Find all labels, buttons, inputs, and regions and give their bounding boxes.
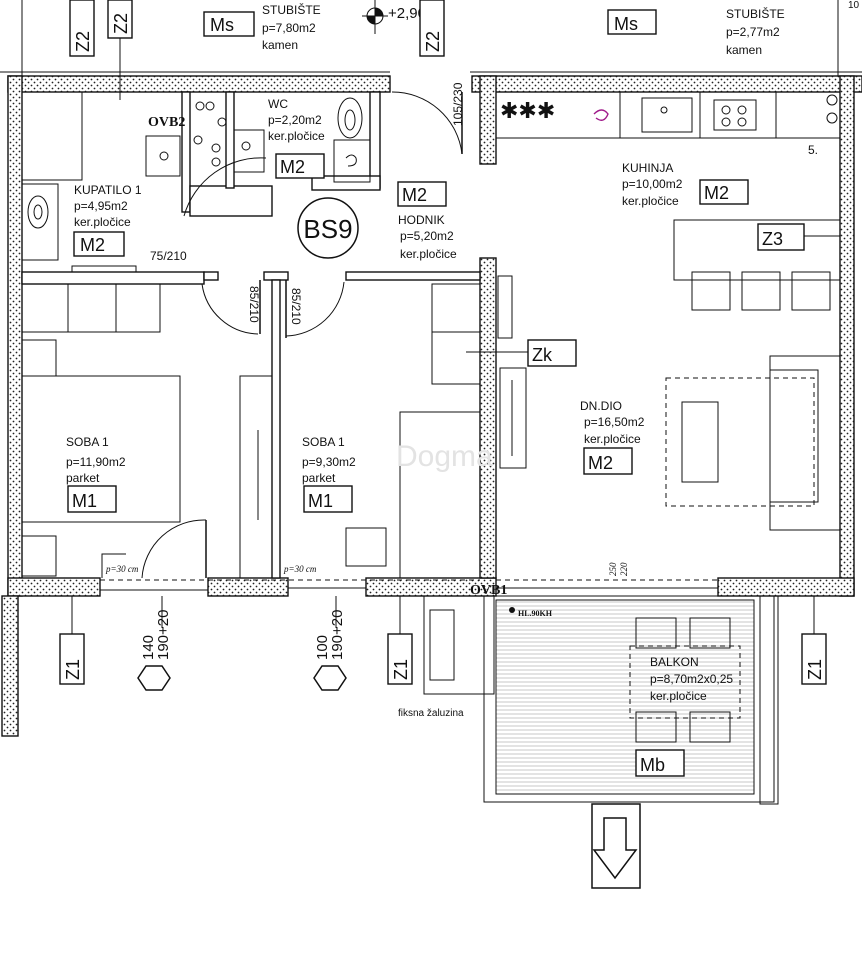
window-height-b: 190+20	[329, 610, 346, 660]
room-finish-kupatilo: ker.pločice	[74, 215, 131, 229]
door-room-left-dim: 85/210	[247, 286, 261, 323]
room-finish-wc: ker.pločice	[268, 129, 325, 143]
room-name-soba-left: SOBA 1	[66, 435, 109, 449]
window-width-b: 100	[314, 635, 331, 660]
room-area-hodnik: p=5,20m2	[400, 229, 454, 243]
ovb-bath-label: OVB2	[148, 115, 185, 130]
room-area-kuhinja: p=10,00m2	[622, 177, 683, 191]
staircase-area	[0, 0, 862, 76]
window-height-a: 190+20	[155, 610, 172, 660]
room-name-kupatilo: KUPATILO 1	[74, 183, 142, 197]
room-name-stubiste-right: STUBIŠTE	[726, 6, 785, 21]
door-bath-dim: 75/210	[150, 249, 187, 263]
room-area-stubiste-right: p=2,77m2	[726, 25, 780, 39]
parapet-notes: p=30 cm p=30 cm 250 220	[105, 562, 629, 576]
finish-tag-balkon: Mb	[640, 755, 665, 775]
room-area-wc: p=2,20m2	[268, 113, 322, 127]
exterior-walls	[1, 75, 862, 737]
finish-tag-soba-mid: M1	[308, 491, 333, 511]
elevation-marker: +2,90	[362, 0, 426, 34]
parapet-left: p=30 cm	[105, 564, 139, 574]
doors	[101, 91, 463, 579]
room-name-stubiste-left: STUBIŠTE	[262, 2, 321, 17]
wall-tag-z1-c: Z1	[805, 659, 825, 680]
watermark: Dogma	[396, 440, 493, 473]
door-dimensions: 105/230 75/210 85/210 85/210	[150, 82, 465, 325]
room-labels: STUBIŠTE p=7,80m2 kamen STUBIŠTE p=2,77m…	[66, 2, 785, 703]
finish-tag-soba-left: M1	[72, 491, 97, 511]
finish-tag-hodnik: M2	[402, 185, 427, 205]
room-area-balkon: p=8,70m2x0,25	[650, 672, 733, 686]
wall-tag-z1-a: Z1	[63, 659, 83, 680]
wall-tag-z2-c: Z2	[423, 31, 443, 52]
window-width-a: 140	[140, 635, 157, 660]
finish-tag-kuhinja: M2	[704, 183, 729, 203]
svg-text:✱✱✱: ✱✱✱	[500, 98, 555, 123]
room-name-kuhinja: KUHINJA	[622, 161, 673, 175]
elevation-text: +2,90	[388, 5, 426, 22]
finish-tags: Ms Ms M2 M2 M2 M2 M1 M1 M2 Mb	[67, 9, 749, 777]
room-name-soba-mid: SOBA 1	[302, 435, 345, 449]
openings	[100, 579, 718, 591]
window-tags: 140 190+20 100 190+20	[137, 610, 347, 691]
parapet-mid: p=30 cm	[283, 564, 317, 574]
finish-tag-wc: M2	[280, 157, 305, 177]
finish-tag-dndio: M2	[588, 453, 613, 473]
furniture: ✱✱✱	[21, 91, 841, 805]
wall-tag-zk: Zk	[532, 345, 553, 365]
annotations: OVB2 OVB1 HL.90KH fiksna žaluzina 5. 10 …	[148, 0, 860, 719]
step-label: 5.	[808, 143, 818, 157]
room-name-dndio: DN.DIO	[580, 399, 622, 413]
room-finish-kuhinja: ker.pločice	[622, 194, 679, 208]
parapet-balcony-a: 250	[608, 562, 618, 576]
direction-arrow-icon	[591, 803, 641, 889]
room-name-hodnik: HODNIK	[398, 213, 445, 227]
room-finish-stubiste-left: kamen	[262, 38, 298, 52]
room-finish-dndio: ker.pločice	[584, 432, 641, 446]
finish-tag-stubiste-left: Ms	[210, 15, 234, 35]
wall-tag-z2-a: Z2	[73, 31, 93, 52]
door-room-right-dim: 85/210	[289, 288, 303, 325]
interior-walls	[21, 91, 481, 579]
room-finish-hodnik: ker.pločice	[400, 247, 457, 261]
room-finish-stubiste-right: kamen	[726, 43, 762, 57]
room-area-soba-left: p=11,90m2	[66, 455, 126, 469]
room-finish-soba-mid: parket	[302, 471, 336, 485]
corner-number: 10	[848, 0, 860, 11]
room-area-stubiste-left: p=7,80m2	[262, 21, 316, 35]
room-name-wc: WC	[268, 97, 288, 111]
finish-tag-kupatilo: M2	[80, 235, 105, 255]
room-area-kupatilo: p=4,95m2	[74, 199, 128, 213]
room-name-balkon: BALKON	[650, 655, 699, 669]
wall-tags: Z2 Z2 Z2 Z3 Zk Z1 Z1 Z1	[59, 0, 827, 685]
unit-code: BS9	[303, 214, 352, 244]
room-finish-soba-left: parket	[66, 471, 100, 485]
wall-tag-z1-b: Z1	[391, 659, 411, 680]
room-area-soba-mid: p=9,30m2	[302, 455, 356, 469]
room-area-dndio: p=16,50m2	[584, 415, 645, 429]
tag-leaders	[71, 34, 840, 636]
unit-badge: BS9	[297, 197, 359, 259]
hl-label: HL.90KH	[518, 609, 553, 618]
ovb-balcony-label: OVB1	[470, 583, 507, 598]
parapet-balcony-b: 220	[619, 562, 629, 576]
room-finish-balkon: ker.pločice	[650, 689, 707, 703]
door-entry-dim: 105/230	[451, 82, 465, 126]
shutter-note: fiksna žaluzina	[398, 708, 464, 719]
wall-tag-z3: Z3	[762, 229, 783, 249]
finish-tag-stubiste-right: Ms	[614, 14, 638, 34]
wall-tag-z2-b: Z2	[111, 13, 131, 34]
